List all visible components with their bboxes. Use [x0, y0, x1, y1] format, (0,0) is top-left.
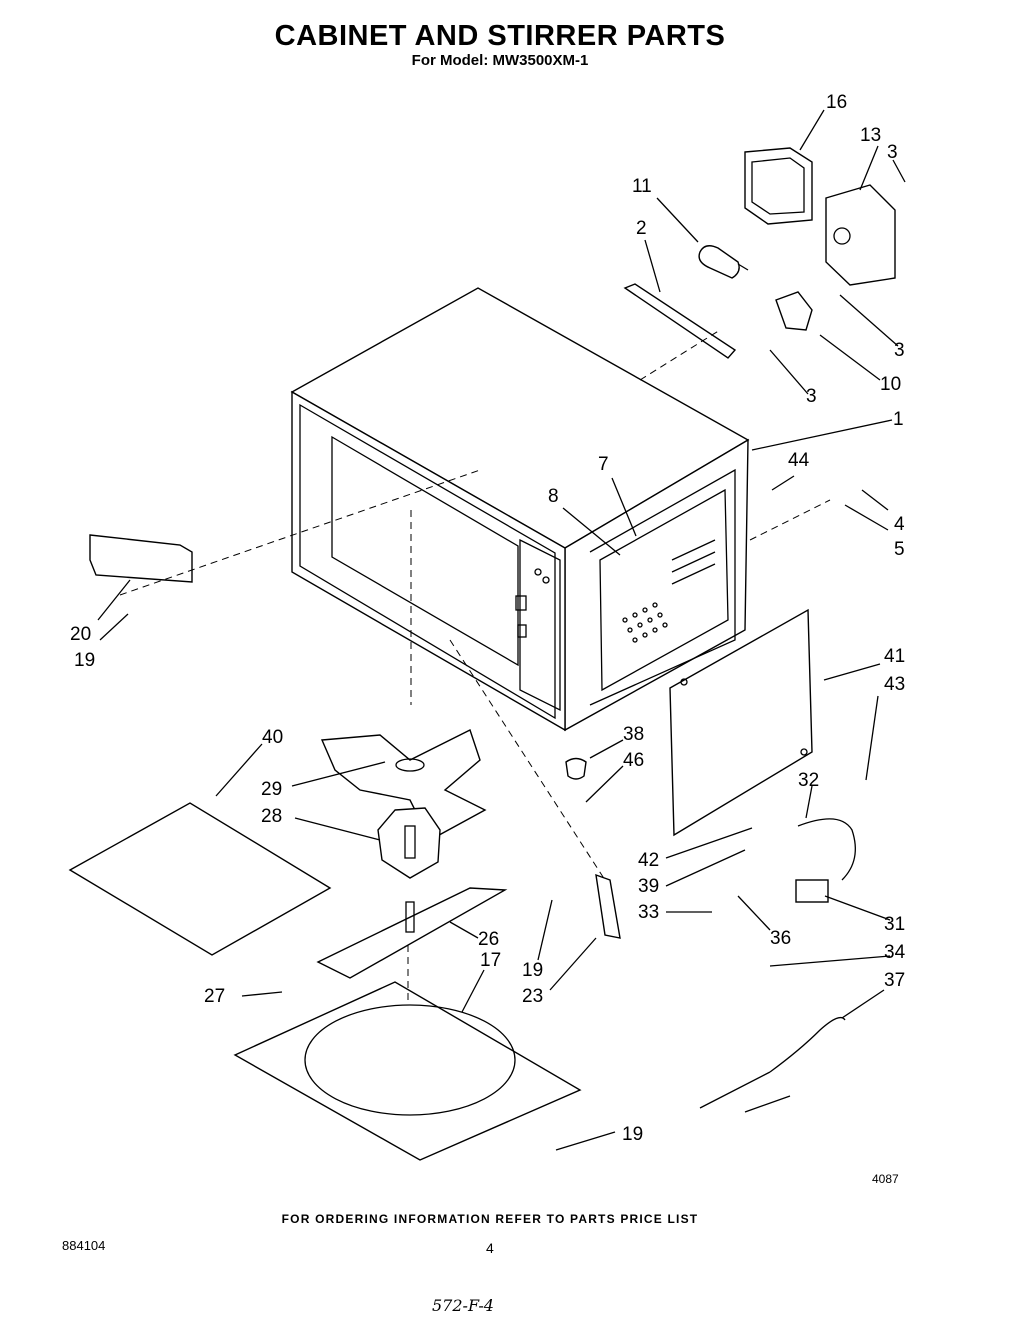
part-29-stirrer-blade [320, 729, 487, 841]
callout-42: 42 [638, 850, 659, 871]
callout-27: 27 [204, 986, 225, 1007]
callout-37: 37 [884, 970, 905, 991]
callout-3: 3 [894, 340, 905, 361]
ordering-note: FOR ORDERING INFORMATION REFER TO PARTS … [281, 1212, 699, 1226]
part-13-box [825, 184, 896, 286]
drawing-number: 4087 [872, 1172, 899, 1186]
callout-8: 8 [548, 486, 559, 507]
part-17-base-plate [233, 981, 582, 1161]
part-38-foot [565, 757, 587, 780]
callout-39: 39 [638, 876, 659, 897]
callout-2: 2 [636, 218, 647, 239]
callout-1: 1 [893, 409, 904, 430]
callout-17: 17 [480, 950, 501, 971]
part-26-rail-assembly [316, 887, 508, 979]
callout-43: 43 [884, 674, 905, 695]
callout-44: 44 [788, 450, 810, 471]
callout-7: 7 [598, 454, 609, 475]
callout-19: 19 [622, 1124, 643, 1145]
part-20-bracket [89, 534, 193, 583]
part-2-rail [623, 283, 737, 359]
part-40-shelf [68, 802, 332, 956]
callout-29: 29 [261, 779, 282, 800]
callout-20: 20 [70, 624, 91, 645]
model-subtitle: For Model: MW3500XM-1 [411, 52, 589, 69]
part-11-lamp [698, 245, 749, 279]
part-37-sensor-probe [699, 1016, 846, 1113]
vent-holes [622, 602, 668, 643]
part-28-shaft-guard [377, 807, 441, 879]
callout-40: 40 [262, 727, 283, 748]
part-10-switch [775, 291, 813, 331]
callout-19: 19 [74, 650, 95, 671]
callout-3: 3 [887, 142, 898, 163]
handwritten-note: 572-F-4 [432, 1296, 494, 1315]
part-31-power-cord [795, 818, 856, 903]
callout-34: 34 [884, 942, 906, 963]
callout-4: 4 [894, 514, 905, 535]
callout-32: 32 [798, 770, 819, 791]
page-title: CABINET AND STIRRER PARTS [274, 20, 726, 52]
callout-labels: 16 13 3 11 2 3 3 10 1 7 8 44 4 5 20 19 4… [70, 92, 906, 1145]
part-16-bracket [744, 147, 813, 225]
callout-11: 11 [632, 176, 652, 197]
callout-31: 31 [884, 914, 905, 935]
callout-46: 46 [623, 750, 644, 771]
callout-23: 23 [522, 986, 543, 1007]
callout-10: 10 [880, 374, 901, 395]
callout-16: 16 [826, 92, 847, 113]
callout-5: 5 [894, 539, 905, 560]
cabinet-part [290, 287, 750, 732]
part-41-cover-panel [669, 608, 813, 837]
callout-26: 26 [478, 929, 499, 950]
callout-28: 28 [261, 806, 282, 827]
page-number: 4 [486, 1240, 494, 1256]
callout-13: 13 [860, 125, 881, 146]
callout-36: 36 [770, 928, 791, 949]
leader-lines [97, 109, 906, 1151]
callout-41: 41 [884, 646, 905, 667]
document-number: 884104 [62, 1238, 106, 1253]
callout-19: 19 [522, 960, 543, 981]
hidden-lines [119, 329, 831, 1000]
part-23-bracket [595, 873, 621, 939]
callout-38: 38 [623, 724, 644, 745]
callout-33: 33 [638, 902, 659, 923]
callout-3: 3 [806, 386, 817, 407]
